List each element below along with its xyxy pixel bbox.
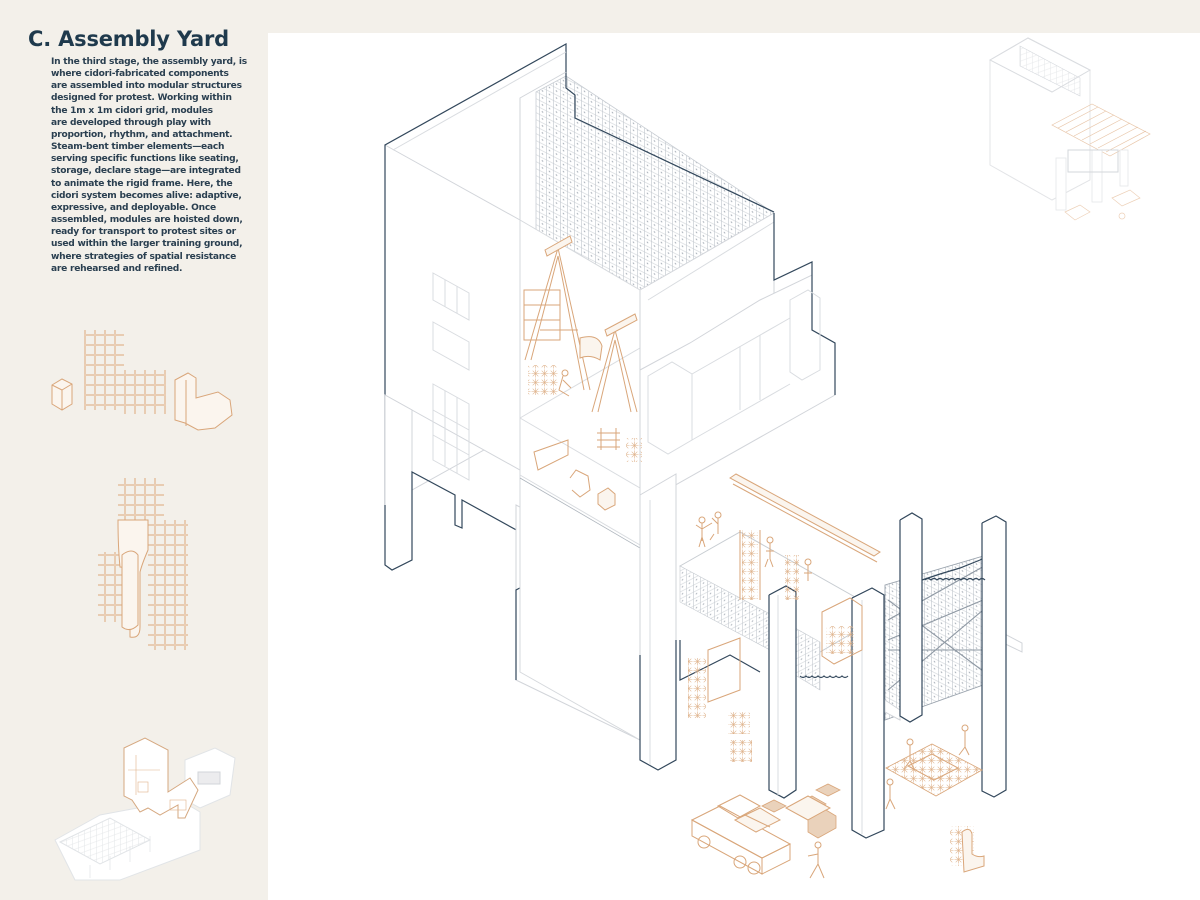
- description-line: the 1m x 1m cidori grid, modules: [51, 105, 213, 116]
- description-line: to animate the rigid frame. Here, the: [51, 178, 233, 189]
- figure-site-context: [54, 737, 236, 881]
- section-title: C. Assembly Yard: [28, 27, 229, 51]
- description-line: proportion, rhythm, and attachment.: [51, 129, 233, 140]
- window-group: [432, 272, 470, 481]
- description-line: Steam-bent timber elements—each: [51, 142, 225, 153]
- description-line: expressive, and deployable. Once: [51, 202, 216, 213]
- left-panel: C. Assembly Yard In the third stage, the…: [0, 0, 268, 900]
- description-line: where strategies of spatial resistance: [51, 251, 237, 262]
- main-axonometric: [384, 42, 1023, 879]
- key-plan-thumbnail: [988, 37, 1151, 221]
- timber-elements: [523, 235, 985, 879]
- description-line: designed for protest. Working within: [51, 93, 232, 104]
- description-line: storage, declare stage—are integrated: [51, 166, 241, 177]
- bent-frame: [647, 289, 821, 455]
- description-line: are assembled into modular structures: [51, 81, 242, 92]
- section-description: In the third stage, the assembly yard, i…: [51, 56, 247, 275]
- back-wall-top-edge: [565, 72, 775, 213]
- description-line: are developed through play with: [51, 117, 211, 128]
- figures-people: [558, 369, 970, 879]
- description-line: are rehearsed and refined.: [51, 263, 183, 274]
- key-plan-roof-timbers: [1051, 103, 1151, 157]
- description-line: assembled, modules are hoisted down,: [51, 215, 243, 226]
- description-line: serving specific functions like seating,: [51, 154, 239, 165]
- description-line: In the third stage, the assembly yard, i…: [51, 57, 247, 67]
- truck: [690, 794, 792, 875]
- description-line: used within the larger training ground,: [51, 239, 243, 250]
- figure-module-components: [51, 330, 233, 431]
- crates: [761, 783, 841, 839]
- description-line: cidori system becomes alive: adaptive,: [51, 190, 242, 201]
- center-bay: [519, 219, 641, 741]
- figure-module-tower: [98, 478, 188, 650]
- description-line: where cidori-fabricated components: [51, 69, 229, 80]
- description-line: ready for transport to protest sites or: [51, 227, 236, 238]
